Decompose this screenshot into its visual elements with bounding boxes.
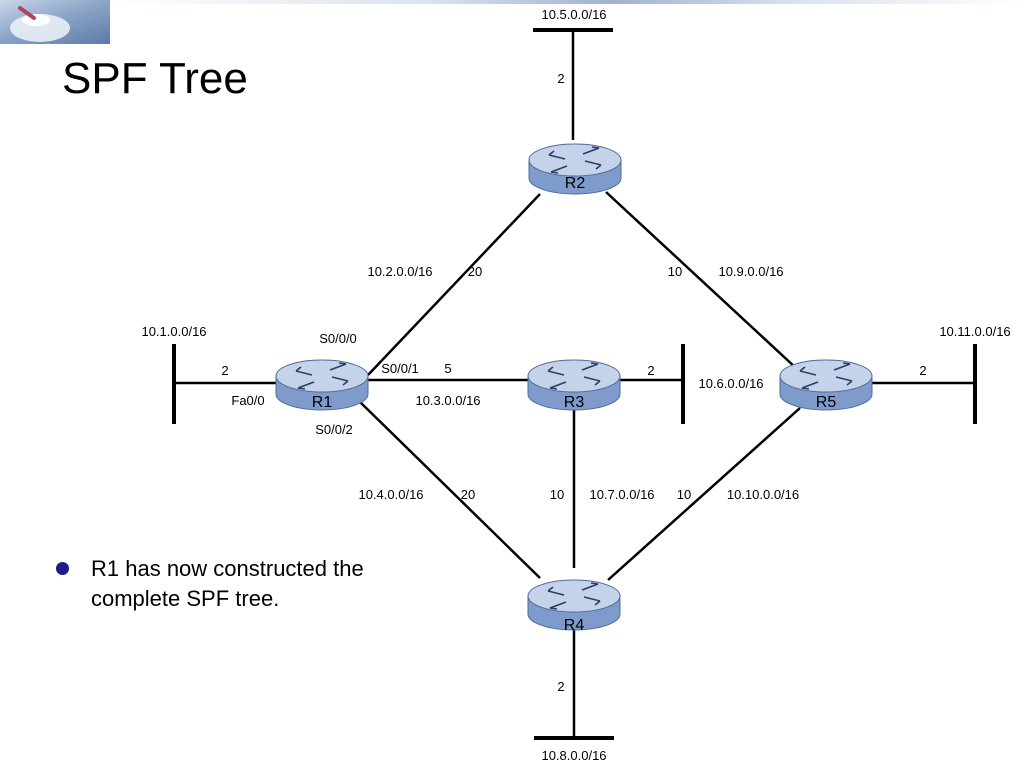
interface-label-s000: S0/0/0 [319,331,357,346]
router-r3[interactable]: R3 [527,359,621,411]
header-bar [112,0,1024,4]
lan-segments [172,28,977,740]
cost-label-net8: 2 [557,679,564,694]
network-label-10-3: 10.3.0.0/16 [415,393,480,408]
router-r1[interactable]: R1 [275,359,369,411]
bullet-list: R1 has now constructed the complete SPF … [56,554,426,614]
cost-label-r3-r4: 10 [550,487,564,502]
link-r2-r5 [605,191,797,369]
cost-label-r5-r4: 10 [677,487,691,502]
links [174,30,975,738]
interface-label-fa00: Fa0/0 [231,393,264,408]
cost-label-net1: 2 [221,363,228,378]
router-label: R5 [816,394,837,411]
router-label: R3 [564,394,585,411]
router-label: R1 [312,394,333,411]
bullet-dot-icon [56,562,69,575]
network-label-10-2: 10.2.0.0/16 [367,264,432,279]
network-label-10-5: 10.5.0.0/16 [541,7,606,22]
router-r5[interactable]: R5 [779,359,873,411]
network-label-10-4: 10.4.0.0/16 [358,487,423,502]
cost-label-net11: 2 [919,363,926,378]
network-labels: 10.5.0.0/16 10.2.0.0/16 10.9.0.0/16 10.1… [141,7,1010,763]
interface-labels: S0/0/0 S0/0/1 Fa0/0 S0/0/2 [231,331,418,437]
router-r4[interactable]: R4 [527,579,621,634]
network-label-10-1: 10.1.0.0/16 [141,324,206,339]
interface-label-s001: S0/0/1 [381,361,419,376]
bullet-text: R1 has now constructed the complete SPF … [91,556,364,611]
cost-label-r1-r3: 5 [444,361,451,376]
logo-image [0,0,110,44]
logo-graphic [10,6,70,42]
interface-label-s002: S0/0/2 [315,422,353,437]
cost-label-r2-r5: 10 [668,264,682,279]
cost-label-net6: 2 [647,363,654,378]
slide-title: SPF Tree [62,54,248,103]
network-label-10-7: 10.7.0.0/16 [589,487,654,502]
cost-label-net5: 2 [557,71,564,86]
network-label-10-10: 10.10.0.0/16 [727,487,799,502]
link-r1-r4 [359,401,541,579]
network-label-10-8: 10.8.0.0/16 [541,748,606,763]
network-label-10-9: 10.9.0.0/16 [718,264,783,279]
network-label-10-11: 10.11.0.0/16 [939,324,1010,339]
cost-label-r1-r4: 20 [461,487,475,502]
cost-labels: 2 20 10 2 5 2 2 20 10 10 2 [221,71,926,694]
link-r5-r4 [607,407,801,581]
network-label-10-6: 10.6.0.0/16 [698,376,763,391]
router-label: R4 [564,617,585,634]
router-r2[interactable]: R2 [528,143,622,195]
cost-label-r1-r2: 20 [468,264,482,279]
router-label: R2 [565,175,586,192]
link-r1-r2 [367,193,541,376]
